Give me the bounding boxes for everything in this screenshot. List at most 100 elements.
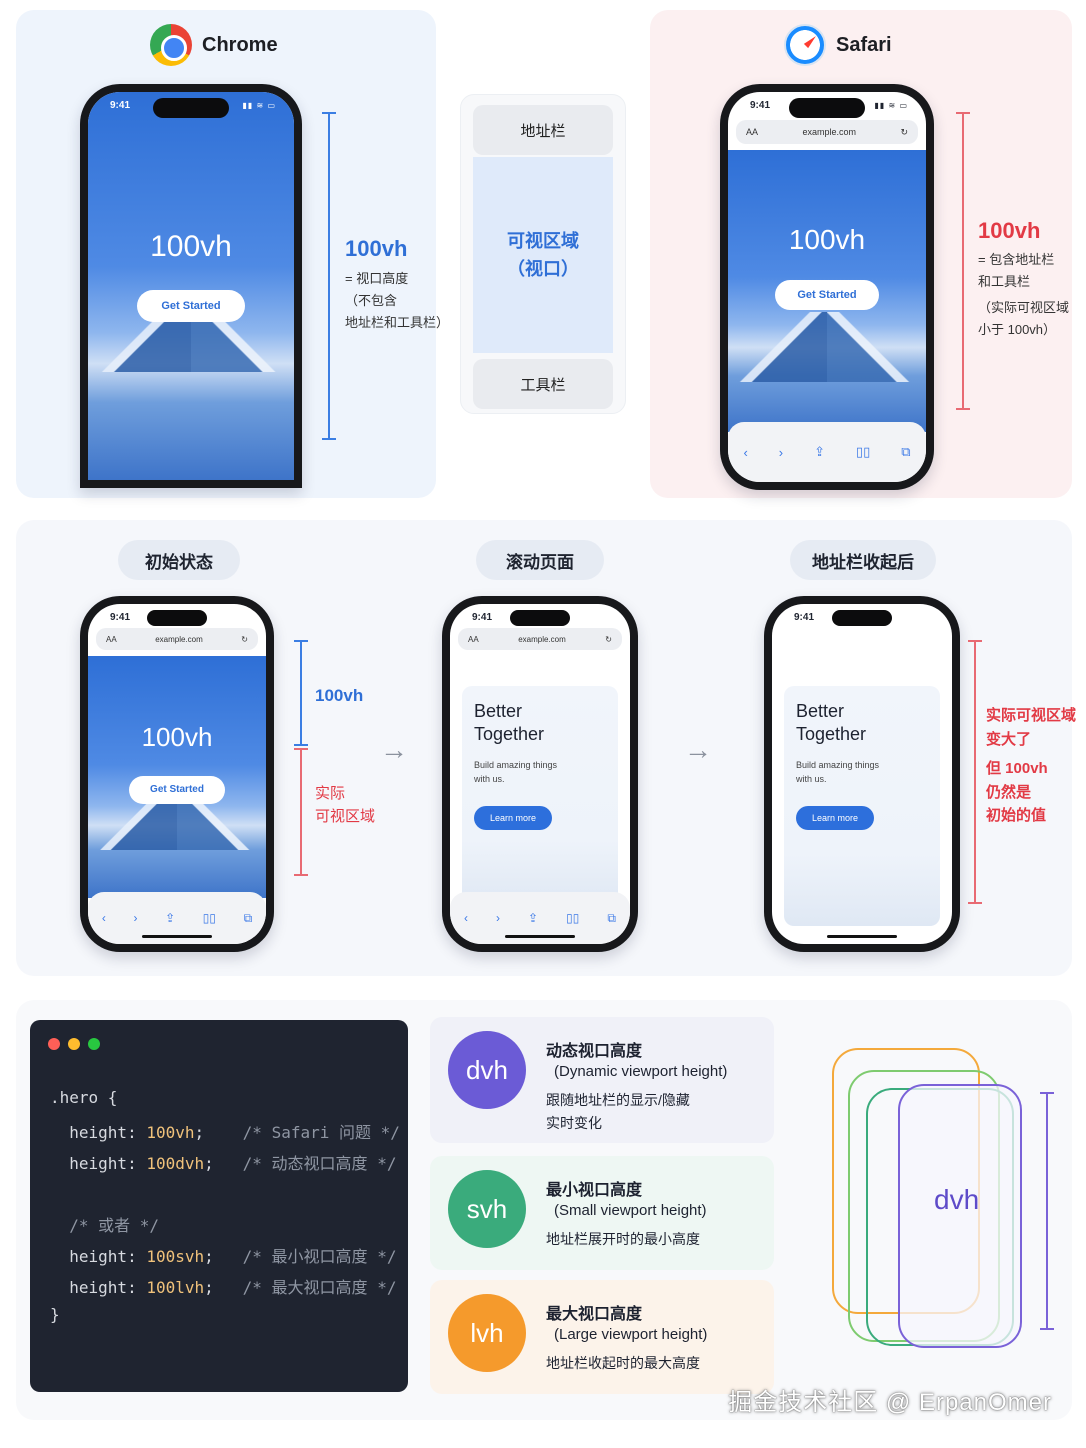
lvh-badge: lvh (448, 1294, 526, 1372)
status-time: 9:41 (110, 100, 131, 111)
diagram-viewport: 可视区域 （视口） (473, 157, 613, 353)
reload-icon[interactable]: ↻ (605, 634, 612, 644)
url-text: example.com (802, 127, 856, 137)
watermark: 掘金技术社区 @ ErpanOmer (728, 1389, 1052, 1416)
back-icon[interactable]: ‹ (464, 911, 468, 925)
dvh-badge: dvh (448, 1031, 526, 1109)
safari-logo-icon (784, 24, 826, 66)
address-bar[interactable]: AA example.com ↻ (458, 628, 622, 650)
safari-header: Safari (784, 24, 892, 66)
learn-more-button[interactable]: Learn more (796, 806, 874, 830)
bookmarks-icon[interactable]: ▯▯ (855, 444, 871, 459)
forward-icon[interactable]: › (778, 444, 784, 460)
reload-icon[interactable]: ↻ (900, 126, 908, 137)
status-time: 9:41 (110, 612, 131, 623)
safari-name: Safari (836, 33, 892, 56)
code-line: height: 100dvh; /* 动态视口高度 */ (50, 1154, 397, 1173)
safari-annotation-text: = 包含地址栏 和工具栏 （实际可视区域 小于 100vh） (978, 252, 1070, 337)
step-scroll-label: 滚动页面 (476, 540, 604, 580)
safari-address-bar[interactable]: AA example.com ↻ (736, 120, 918, 144)
safari-phone: 9:41 ▮▮ ≋ ▭ AA example.com ↻ 100vh Get S… (720, 84, 934, 490)
forward-icon[interactable]: › (133, 911, 138, 925)
url-text: example.com (155, 634, 203, 644)
step-initial-label: 初始状态 (118, 540, 240, 580)
chrome-annotation-title: 100vh (345, 236, 408, 261)
status-time: 9:41 (794, 612, 815, 623)
initial-actual-arrow (294, 748, 308, 876)
bookmarks-icon[interactable]: ▯▯ (566, 911, 580, 925)
unit-description: 跟随地址栏的显示/隐藏 实时变化 (546, 1092, 690, 1131)
unit-description: 地址栏收起时的最大高度 (546, 1355, 700, 1371)
hero-heading: 100vh (141, 722, 213, 752)
unit-english: (Large viewport height) (554, 1326, 708, 1343)
collapsed-annotation: 实际可视区域 变大了 但 100vh 仍然是 初始的值 (986, 707, 1077, 824)
chrome-header: Chrome (150, 24, 278, 66)
status-icons: ▮▮ ≋ ▭ (242, 101, 276, 110)
initial-100vh-label: 100vh (315, 686, 364, 705)
diagram-toolbar: 工具栏 (473, 359, 613, 409)
scroll-state-phone: 9:41 AA example.com ↻ Better Together Bu… (442, 596, 638, 952)
viewport-diagram: 地址栏 可视区域 （视口） 工具栏 (460, 94, 626, 414)
safari-toolbar: ‹ › ⇪ ▯▯ ⧉ (728, 422, 926, 482)
page-title: Better Together (474, 701, 545, 744)
svh-card: svh 最小视口高度 (Small viewport height) 地址栏展开… (430, 1156, 774, 1270)
safari-annotation-title: 100vh (978, 218, 1041, 243)
aa-button[interactable]: AA (468, 634, 479, 644)
unit-english: (Dynamic viewport height) (554, 1063, 728, 1080)
tabs-icon[interactable]: ⧉ (607, 910, 616, 925)
get-started-button[interactable]: Get Started (775, 280, 879, 310)
share-icon[interactable]: ⇪ (528, 911, 539, 925)
share-icon[interactable]: ⇪ (165, 911, 176, 925)
unit-title: 动态视口高度 (546, 1043, 643, 1060)
get-started-button[interactable]: Get Started (129, 776, 225, 804)
chrome-100vh-arrow (322, 112, 336, 440)
hero-heading: 100vh (150, 230, 232, 263)
code-block: .hero { height: 100vh; /* Safari 问题 */ h… (30, 1020, 408, 1392)
page-content-card: Better Together Build amazing things wit… (462, 686, 618, 906)
page-content-card: Better Together Build amazing things wit… (784, 686, 940, 926)
dvh-outline-label: dvh (934, 1184, 980, 1215)
bookmarks-icon[interactable]: ▯▯ (202, 911, 216, 925)
flow-arrow-icon: → (684, 734, 712, 765)
notch (153, 98, 229, 118)
page-title: Better Together (796, 701, 867, 744)
code-line: height: 100vh; /* Safari 问题 */ (50, 1123, 400, 1142)
close-dot-icon (48, 1038, 60, 1050)
back-icon[interactable]: ‹ (743, 444, 748, 460)
share-icon[interactable]: ⇪ (814, 444, 825, 459)
safari-100vh-arrow (956, 112, 970, 410)
initial-state-phone: 9:41 AA example.com ↻ 100vh Get Started … (80, 596, 274, 952)
mountain-illustration (728, 312, 926, 382)
code-line: height: 100lvh; /* 最大视口高度 */ (50, 1278, 397, 1297)
reload-icon[interactable]: ↻ (241, 634, 248, 644)
back-icon[interactable]: ‹ (101, 911, 106, 925)
unit-english: (Small viewport height) (554, 1202, 707, 1219)
minimize-dot-icon (68, 1038, 80, 1050)
learn-more-button[interactable]: Learn more (474, 806, 552, 830)
code-line: /* 或者 */ (50, 1216, 160, 1235)
status-time: 9:41 (750, 100, 771, 111)
step-collapsed-label: 地址栏收起后 (790, 540, 936, 580)
tabs-icon[interactable]: ⧉ (243, 910, 253, 925)
get-started-button[interactable]: Get Started (137, 290, 245, 322)
tabs-icon[interactable]: ⧉ (901, 444, 911, 459)
forward-icon[interactable]: › (496, 911, 501, 925)
initial-100vh-arrow (294, 640, 308, 746)
dvh-height-arrow (1040, 1092, 1054, 1330)
lvh-card: lvh 最大视口高度 (Large viewport height) 地址栏收起… (430, 1280, 774, 1394)
unit-title: 最小视口高度 (546, 1182, 643, 1199)
maximize-dot-icon (88, 1038, 100, 1050)
aa-button[interactable]: AA (746, 127, 759, 137)
initial-actual-label: 实际 可视区域 (315, 785, 376, 825)
status-time: 9:41 (472, 612, 493, 623)
svh-badge: svh (448, 1170, 526, 1248)
page-subtitle: Build amazing things with us. (474, 760, 558, 784)
aa-button[interactable]: AA (106, 634, 117, 644)
status-icons: ▮▮ ≋ ▭ (874, 101, 908, 110)
page-subtitle: Build amazing things with us. (796, 760, 880, 784)
collapsed-state-phone: 9:41 Better Together Build amazing thing… (764, 596, 960, 952)
chrome-name: Chrome (202, 33, 278, 56)
address-bar[interactable]: AA example.com ↻ (96, 628, 258, 650)
url-text: example.com (518, 634, 566, 644)
unit-description: 地址栏展开时的最小高度 (546, 1231, 700, 1247)
